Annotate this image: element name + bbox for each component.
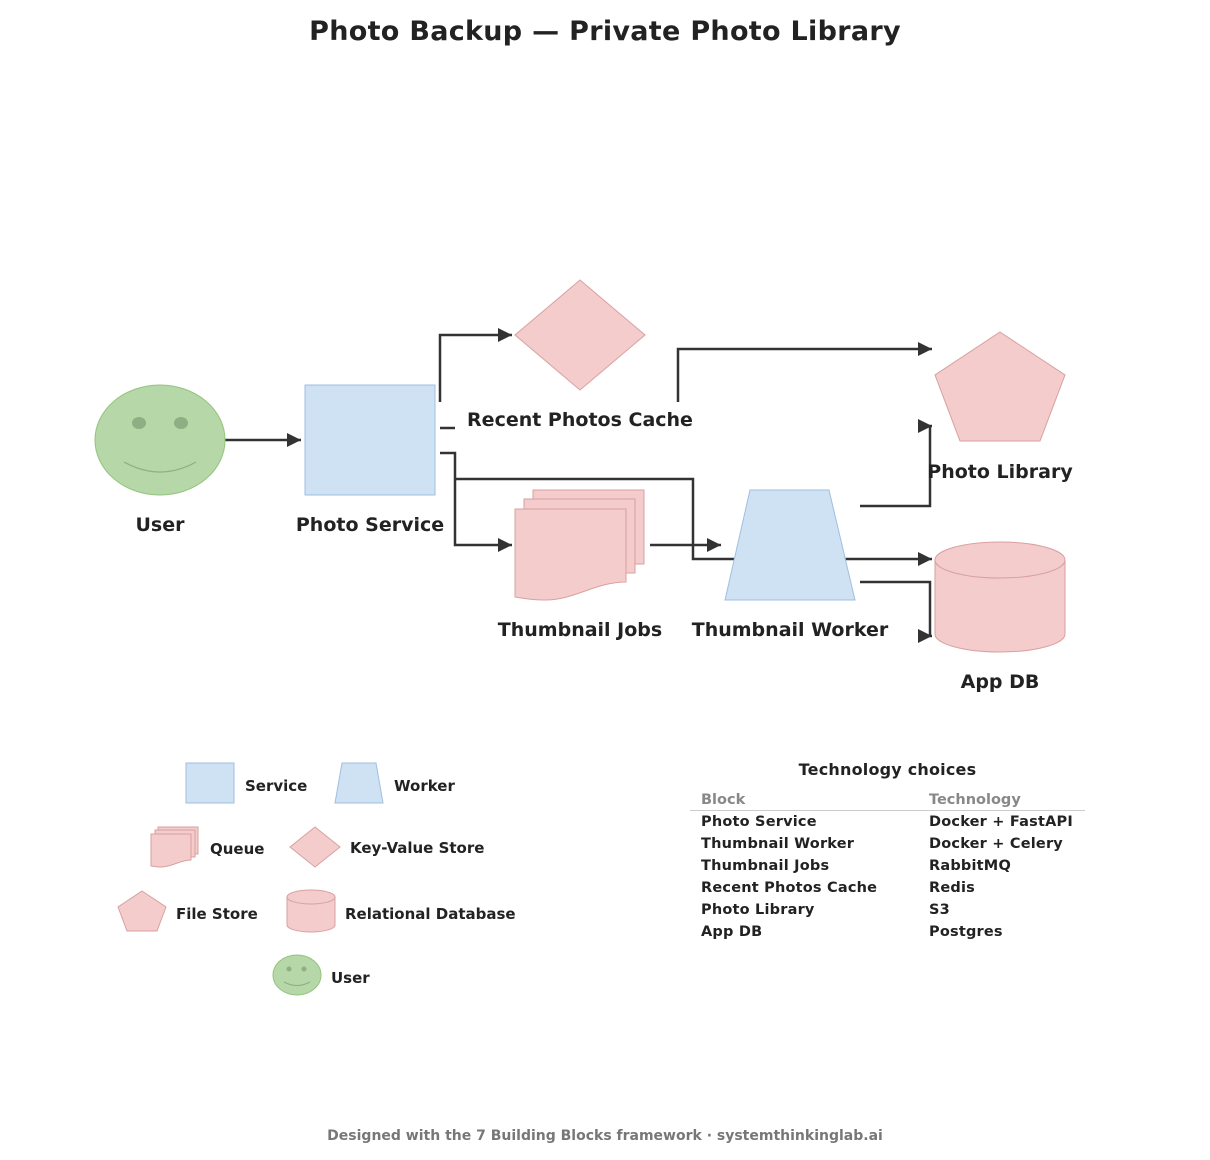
thumbnail-worker-label: Thumbnail Worker [692,619,889,641]
user-right-eye [174,417,188,429]
footer-credit: Designed with the 7 Building Blocks fram… [327,1128,883,1144]
legend-file-store-label: File Store [176,905,258,923]
app-db-label: App DB [961,671,1040,693]
technology-cell: Redis [929,880,975,896]
legend-service-label: Service [245,777,307,795]
block-cell: Photo Library [701,902,815,918]
technology-cell: Docker + Celery [929,836,1063,852]
technology-cell: S3 [929,902,950,918]
table-row: Photo Library S3 [690,899,1085,921]
recent-photos-cache-label: Recent Photos Cache [467,409,693,431]
photo-service-label: Photo Service [296,514,444,536]
user-smile [123,461,197,473]
legend-relational-db-label: Relational Database [345,905,516,923]
photo-library-label: Photo Library [927,461,1073,483]
table-row: App DB Postgres [690,921,1085,943]
block-cell: Photo Service [701,814,817,830]
table-row: Recent Photos Cache Redis [690,877,1085,899]
legend-user-label: User [331,969,370,987]
block-cell: Thumbnail Jobs [701,858,830,874]
diagram-title: Photo Backup — Private Photo Library [309,16,901,47]
edge-photo-service-to-cache [438,328,512,402]
edge-photo-service-to-jobs [440,451,512,552]
user-left-eye [132,417,146,429]
legend-kv-store-label: Key-Value Store [350,839,484,857]
user-label: User [136,514,186,536]
table-row: Thumbnail Jobs RabbitMQ [690,855,1085,877]
legend-queue-label: Queue [210,840,264,858]
technology-cell: Postgres [929,924,1003,940]
table-header-row: Block Technology [690,791,1085,811]
legend: Service Worker Queue Key-Value Store Fil… [117,762,516,996]
legend-file-store-icon [117,890,167,932]
legend-service-icon [185,762,235,804]
legend-relational-db-icon [286,889,336,933]
thumbnail-jobs-node [514,489,645,601]
edge-worker-to-photo-library-lower [860,419,932,508]
legend-kv-store-icon [289,826,341,868]
legend-worker-icon [334,762,384,804]
legend-user-icon [272,954,322,996]
edge-worker-to-app-db [860,580,932,643]
header-technology: Technology [918,791,1085,811]
block-cell: Recent Photos Cache [701,880,878,896]
thumbnail-jobs-label: Thumbnail Jobs [498,619,662,641]
photo-library-node [934,331,1066,442]
app-db-node [934,541,1066,653]
block-cell: App DB [701,924,763,940]
edge-worker-to-photo-library [676,342,932,402]
technology-cell: RabbitMQ [929,858,1011,874]
photo-service-node [304,384,436,496]
technology-choices-title: Technology choices [798,760,977,779]
header-block: Block [690,791,918,811]
technology-choices: Technology choices Block Technology Phot… [690,760,1085,943]
legend-worker-label: Worker [394,777,455,795]
legend-queue-icon [150,826,199,868]
table-row: Thumbnail Worker Docker + Celery [690,833,1085,855]
thumbnail-worker-node [724,489,856,601]
technology-table: Block Technology Photo Service Docker + … [690,791,1085,943]
table-row: Photo Service Docker + FastAPI [690,811,1085,834]
technology-cell: Docker + FastAPI [929,814,1073,830]
user-node [94,384,226,496]
block-cell: Thumbnail Worker [701,836,855,852]
recent-photos-cache-node [514,279,646,391]
